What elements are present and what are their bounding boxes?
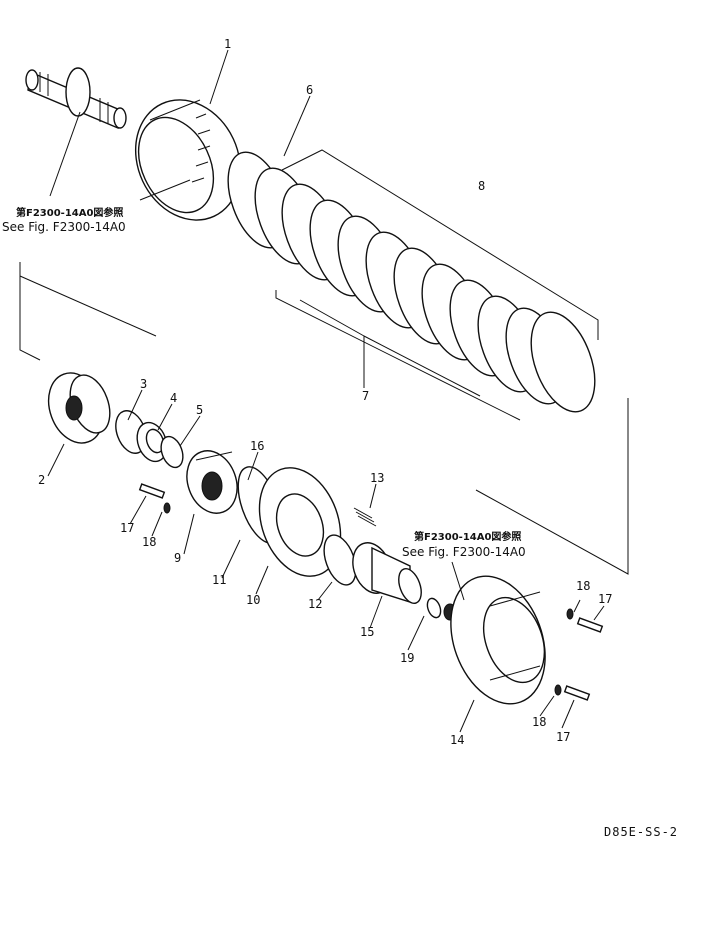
hub-part-15 xyxy=(352,542,422,604)
ring-parts-3-4-5 xyxy=(115,410,184,469)
callout-13: 13 xyxy=(370,471,384,485)
callout-17b: 17 xyxy=(598,592,612,606)
cover-part-14 xyxy=(450,575,546,705)
callout-16: 16 xyxy=(250,439,264,453)
callout-5: 5 xyxy=(196,403,203,417)
clutch-plates-stack xyxy=(227,149,599,421)
ref-mid-en: See Fig. F2300-14A0 xyxy=(402,545,526,559)
callout-4: 4 xyxy=(170,391,177,405)
callout-17c: 17 xyxy=(556,730,570,744)
callout-19: 19 xyxy=(400,651,414,665)
piston-parts-10-11-12 xyxy=(237,466,357,586)
drum-part-1 xyxy=(134,99,242,221)
callout-17a: 17 xyxy=(120,521,134,535)
spring-part-13 xyxy=(353,507,377,527)
callout-3: 3 xyxy=(140,377,147,391)
leader-lines xyxy=(47,49,605,733)
shaft-part xyxy=(25,67,127,130)
callout-12: 12 xyxy=(308,597,322,611)
ref-top-jp: 第F2300-14A0図参照 xyxy=(16,206,123,219)
callout-18a: 18 xyxy=(142,535,156,549)
ref-top-en: See Fig. F2300-14A0 xyxy=(2,220,126,234)
callout-14: 14 xyxy=(450,733,464,747)
callout-9: 9 xyxy=(174,551,181,565)
callout-11: 11 xyxy=(212,573,226,587)
callout-8: 8 xyxy=(478,179,485,193)
callout-1: 1 xyxy=(224,37,231,51)
washers-18 xyxy=(163,502,574,696)
gear-hub-part-2 xyxy=(47,372,111,444)
callout-10: 10 xyxy=(246,593,260,607)
bolts-17 xyxy=(138,483,604,701)
callout-6: 6 xyxy=(306,83,313,97)
assembly-lines xyxy=(19,111,629,601)
callout-18b: 18 xyxy=(576,579,590,593)
carrier-part-9 xyxy=(186,450,238,514)
callout-18c: 18 xyxy=(532,715,546,729)
callout-7: 7 xyxy=(362,389,369,403)
callout-2: 2 xyxy=(38,473,45,487)
snap-ring-part-19 xyxy=(426,597,442,619)
drawing-code: D85E-SS-2 xyxy=(604,825,678,839)
ref-mid-jp: 第F2300-14A0図参照 xyxy=(414,530,521,543)
callout-15: 15 xyxy=(360,625,374,639)
